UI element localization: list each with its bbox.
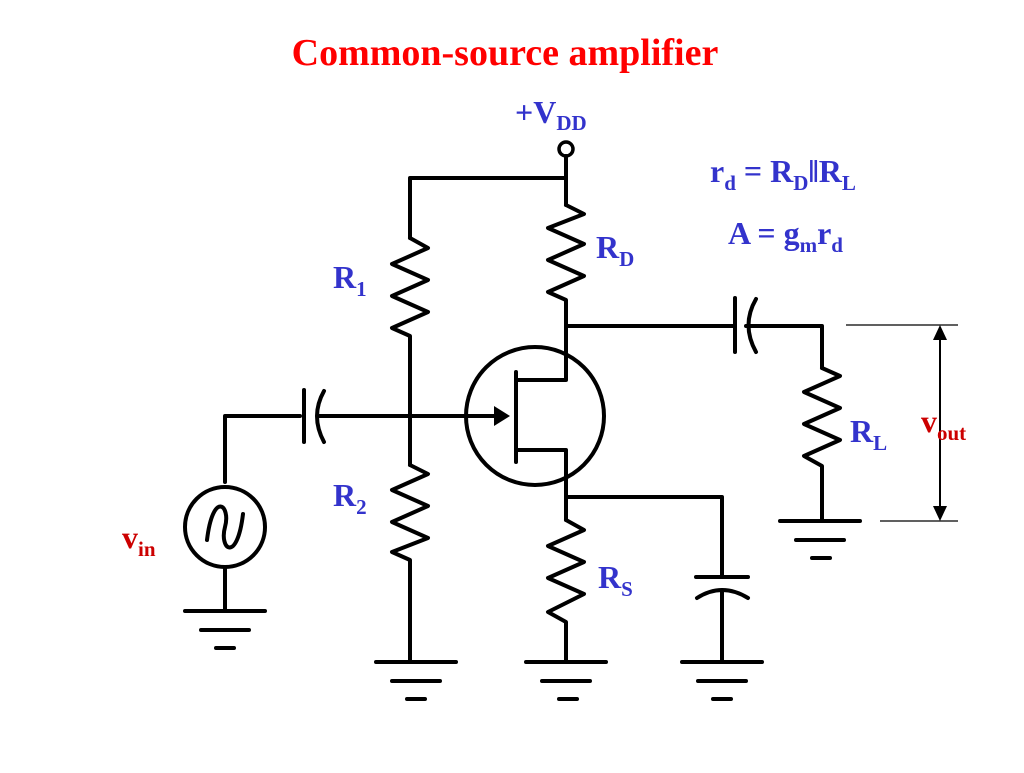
ground-icon (183, 609, 267, 650)
rd-label: RD (596, 229, 634, 271)
resistor-icon (802, 366, 842, 523)
top-rail-wire (408, 154, 568, 240)
arrow-icon (933, 325, 947, 521)
r2-label: R2 (333, 477, 367, 519)
vin-label: vin (122, 519, 156, 561)
rs-label: RS (598, 559, 633, 601)
equation-gain: A = gmrd (728, 215, 843, 257)
resistor-icon (390, 236, 430, 467)
vout-indicator (846, 324, 958, 522)
source-bypass-wire (564, 495, 724, 577)
rl-label: RL (850, 413, 887, 455)
ground-icon (680, 660, 764, 701)
resistor-icon (546, 518, 586, 664)
ground-icon (374, 660, 458, 701)
slide-title: Common-source amplifier (292, 32, 719, 74)
vdd-label: +VDD (515, 94, 587, 135)
jfet-icon (408, 324, 606, 499)
ground-icon (524, 660, 608, 701)
vdd-terminal (557, 140, 575, 158)
output-wire (744, 324, 824, 370)
vout-label: vout (921, 403, 966, 445)
ac-source-icon (183, 485, 267, 569)
equation-rd: rd = RD‖RL (710, 153, 856, 195)
input-wire (223, 414, 302, 484)
resistor-icon (546, 203, 586, 380)
ground-icon (778, 519, 862, 560)
r1-label: R1 (333, 259, 367, 301)
resistor-icon (390, 463, 430, 664)
